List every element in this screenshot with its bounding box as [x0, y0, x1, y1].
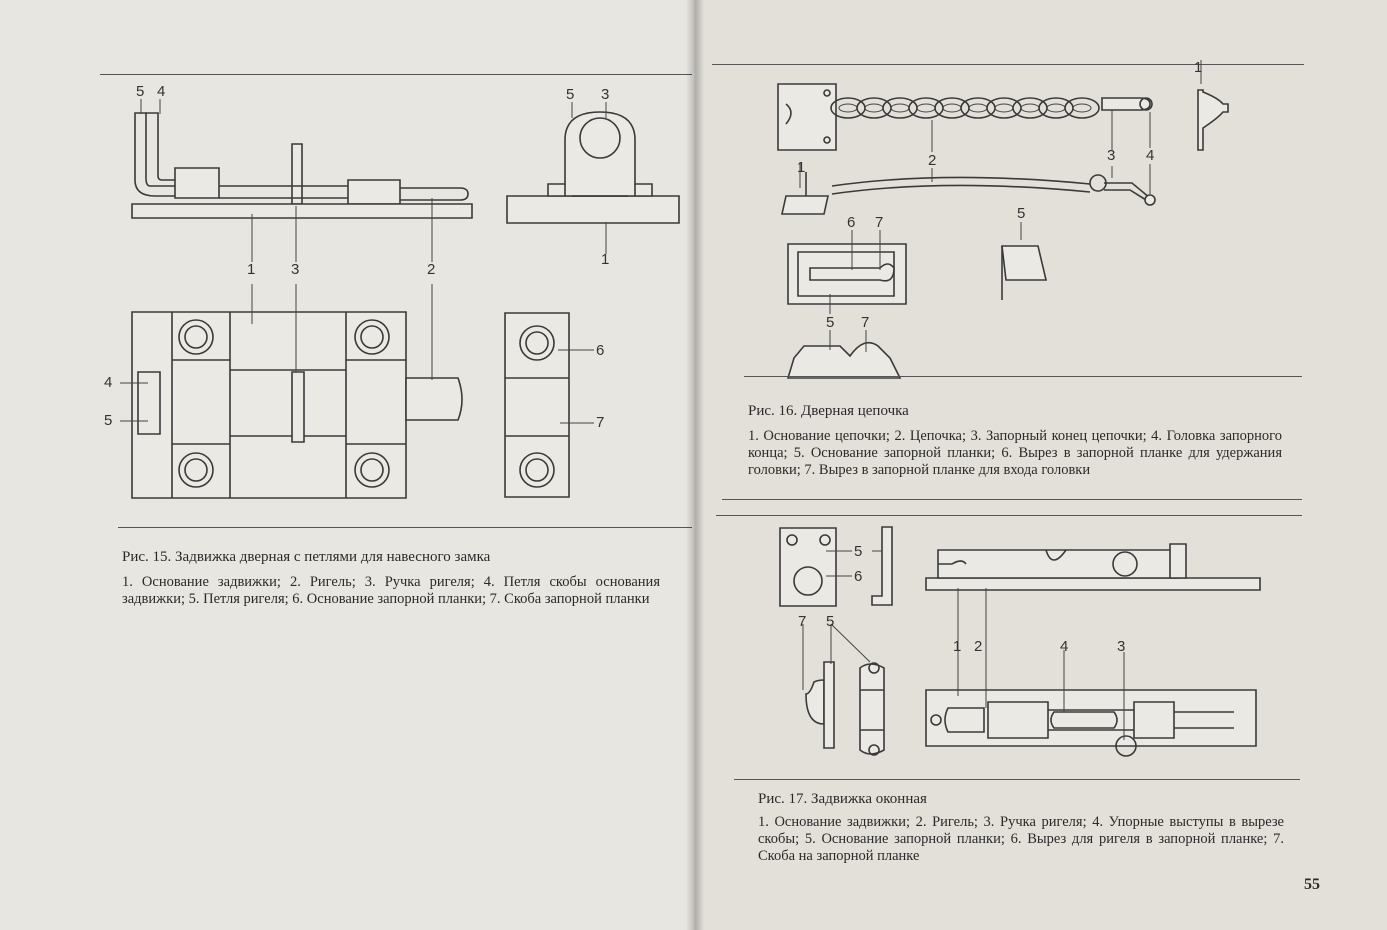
callout-5-front: 5 [566, 86, 575, 103]
f17-callout-3: 3 [1117, 638, 1126, 655]
callout-7-plate: 7 [596, 414, 605, 431]
f17-callout-2: 2 [974, 638, 983, 655]
left-page: 5 4 5 3 1 1 3 2 6 4 5 7 Рис. 15. Задвижк… [0, 0, 694, 930]
f17-callout-6: 6 [854, 568, 863, 585]
figure-15-legend: 1. Основание задвижки; 2. Ригель; 3. Руч… [122, 574, 660, 607]
callout-5-top: 5 [136, 83, 145, 100]
f16-callout-4: 4 [1146, 147, 1155, 164]
top-rule [100, 74, 692, 75]
f17-callout-4: 4 [1060, 638, 1069, 655]
figure-16-rule [744, 376, 1302, 377]
figure-16-17-drawing [694, 0, 1387, 930]
f17-callout-5b: 5 [826, 613, 835, 630]
f17-callout-1: 1 [953, 638, 962, 655]
callout-1-plan: 1 [247, 261, 256, 278]
figure-17-top-rule-2 [716, 515, 1302, 516]
figure-17-rule [734, 779, 1300, 780]
figure-17-legend: 1. Основание задвижки; 2. Ригель; 3. Руч… [758, 814, 1284, 864]
callout-6-plate: 6 [596, 342, 605, 359]
f16-callout-3: 3 [1107, 147, 1116, 164]
f16-callout-1b: 1 [1194, 59, 1203, 76]
f17-callout-7: 7 [798, 613, 807, 630]
figure-15-rule [118, 527, 692, 528]
callout-3-front: 3 [601, 86, 610, 103]
figure-17-top-rule [722, 499, 1302, 500]
f16-callout-1a: 1 [797, 159, 806, 176]
figure-17-title: Рис. 17. Задвижка оконная [758, 791, 927, 807]
callout-3-plan: 3 [291, 261, 300, 278]
figure-16-title: Рис. 16. Дверная цепочка [748, 403, 909, 419]
f16-callout-7a: 7 [875, 214, 884, 231]
f16-callout-5b: 5 [826, 314, 835, 331]
callout-4-plan: 4 [104, 374, 113, 391]
top-rule-right [712, 64, 1304, 65]
book-gutter [686, 0, 704, 930]
page-number: 55 [1304, 876, 1320, 893]
figure-15-drawing [0, 0, 694, 930]
f16-callout-2: 2 [928, 152, 937, 169]
figure-16-legend: 1. Основание цепочки; 2. Цепочка; 3. Зап… [748, 428, 1282, 478]
figure-15-title: Рис. 15. Задвижка дверная с петлями для … [122, 549, 491, 565]
callout-4-top: 4 [157, 83, 166, 100]
right-page: 1 1 2 3 4 5 6 7 5 7 Рис. 16. Дверная цеп… [694, 0, 1387, 930]
f16-callout-6: 6 [847, 214, 856, 231]
f16-callout-7b: 7 [861, 314, 870, 331]
callout-5-plan: 5 [104, 412, 113, 429]
f16-callout-5a: 5 [1017, 205, 1026, 222]
f17-callout-5a: 5 [854, 543, 863, 560]
callout-2-plan: 2 [427, 261, 436, 278]
callout-1-front: 1 [601, 251, 610, 268]
